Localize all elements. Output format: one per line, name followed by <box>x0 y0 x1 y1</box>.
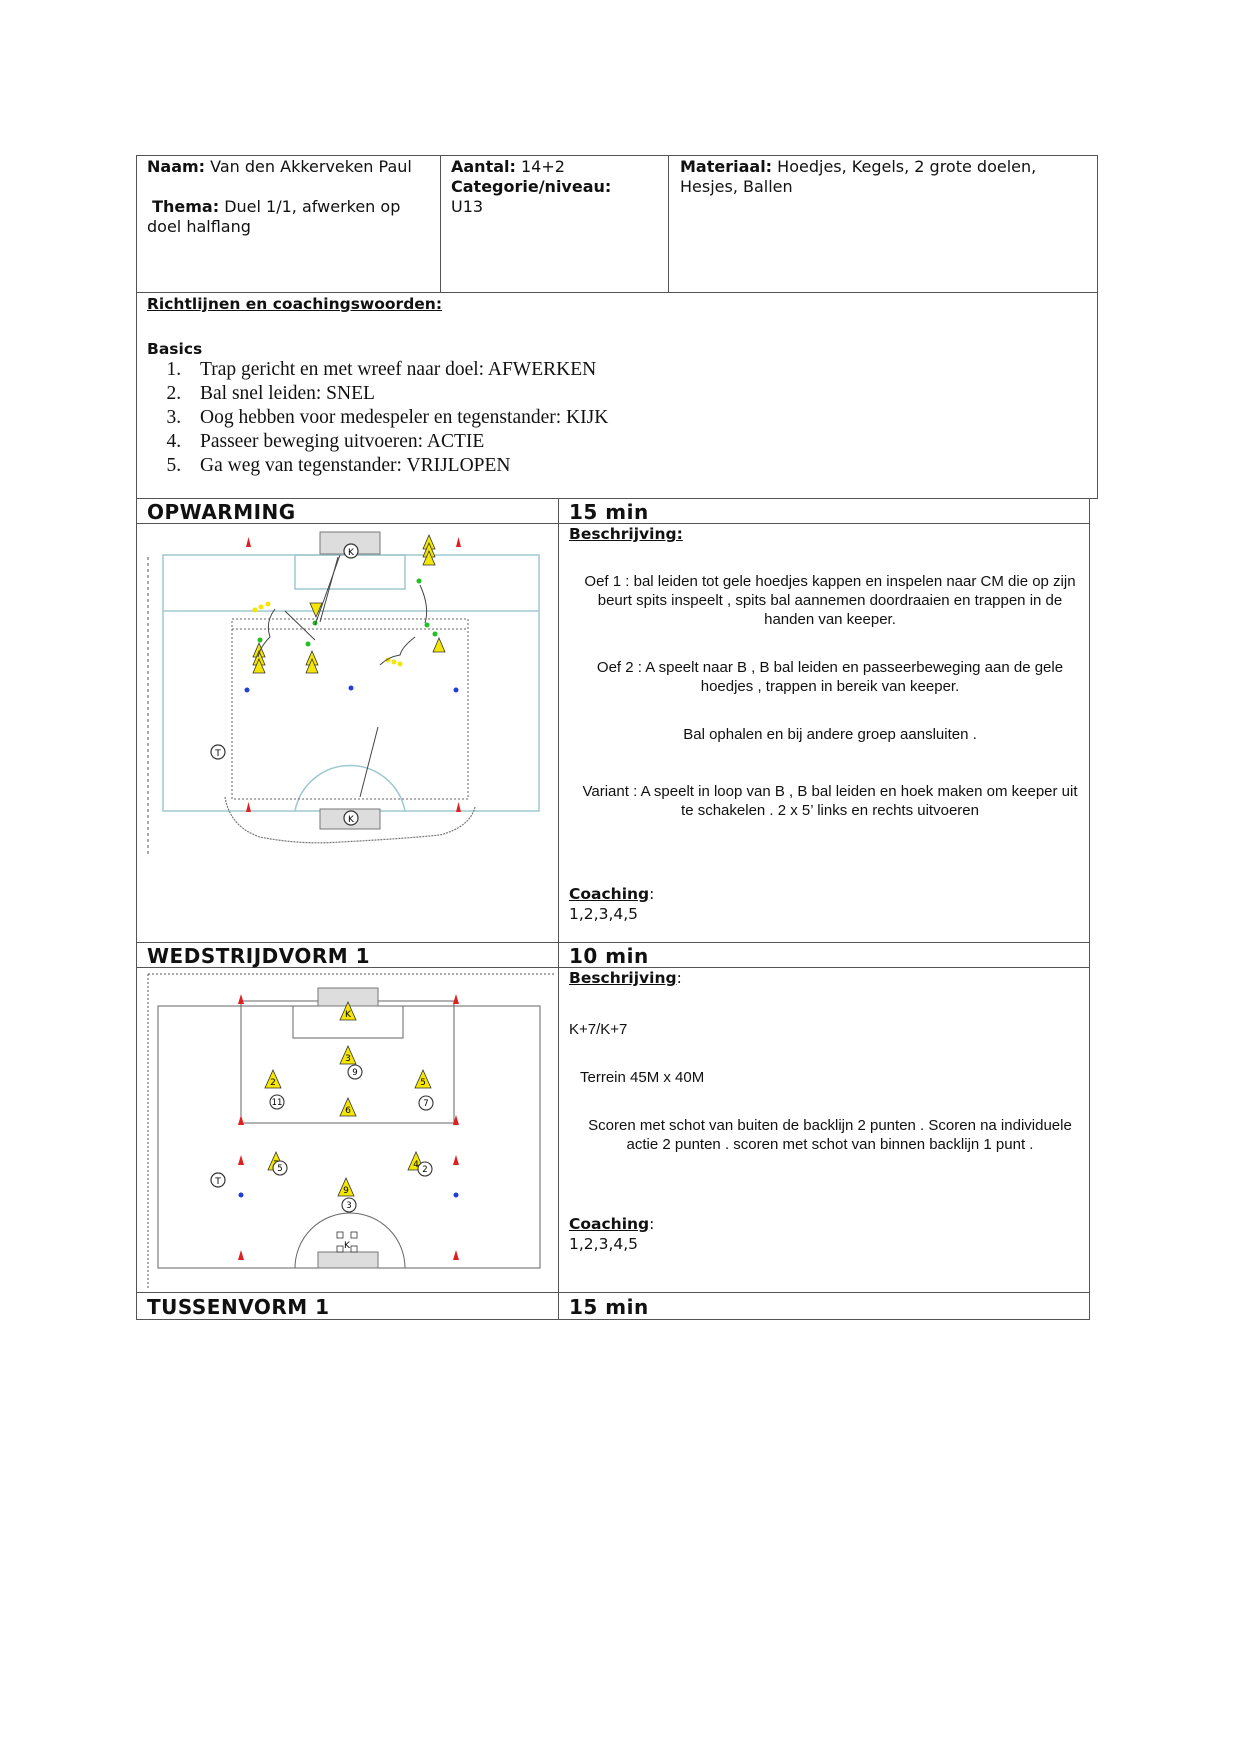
warmup-diagram: K K T <box>147 531 540 857</box>
match1-duration: 10 min <box>569 944 649 968</box>
match1-yellow-5: 5 <box>420 1078 426 1088</box>
match1-keeper-top: K <box>345 1010 352 1020</box>
match1-white-3: 3 <box>346 1201 351 1211</box>
match1-title: WEDSTRIJDVORM 1 <box>147 944 371 968</box>
header-divider-2 <box>668 155 669 293</box>
name-cell: Naam: Van den Akkerveken Paul <box>147 157 437 177</box>
header-divider-1 <box>440 155 441 293</box>
warmup-keeper-bottom: K <box>348 815 355 825</box>
basics-list: Trap gericht en met wreef naar doel: AFW… <box>100 358 1000 478</box>
count-value: 14+2 <box>521 157 565 176</box>
match1-desc-colon: : <box>676 969 682 987</box>
section-table-left <box>136 498 137 1320</box>
basics-item-5: Ga weg van tegenstander: VRIJLOPEN <box>186 454 1000 478</box>
match1-diagram: T K 3 2 5 6 7 4 9 9 11 7 5 2 3 <box>147 973 554 1288</box>
inter1-duration: 15 min <box>569 1295 649 1319</box>
match1-coaching-label: Coaching <box>569 1215 650 1233</box>
match1-trainer: T <box>214 1177 221 1187</box>
warmup-coaching-value: 1,2,3,4,5 <box>569 905 639 923</box>
match1-line-1: K+7/K+7 <box>569 1021 628 1038</box>
name-value: Van den Akkerveken Paul <box>210 157 412 176</box>
warmup-para-1: Oef 1 : bal leiden tot gele hoedjes kapp… <box>584 573 1076 628</box>
guidelines-title-text: Richtlijnen en coachingswoorden: <box>147 295 443 313</box>
warmup-coaching: Coaching: 1,2,3,4,5 <box>569 884 654 924</box>
inter1-title: TUSSENVORM 1 <box>147 1295 330 1319</box>
match1-white-5: 5 <box>277 1164 282 1174</box>
warmup-trainer: T <box>214 749 221 759</box>
basics-item-1: Trap gericht en met wreef naar doel: AFW… <box>186 358 1000 382</box>
material-label: Materiaal: <box>680 157 773 176</box>
row-line-2 <box>136 942 1090 943</box>
match1-white-7: 7 <box>423 1099 428 1109</box>
row-line-1 <box>136 523 1090 524</box>
theme-label: Thema: <box>152 197 220 216</box>
warmup-duration: 15 min <box>569 500 649 524</box>
basics-label: Basics <box>147 340 203 358</box>
count-cell: Aantal: 14+2 Categorie/niveau: U13 <box>451 157 661 217</box>
warmup-desc-label: Beschrijving: <box>569 524 683 544</box>
basics-item-4: Passeer beweging uitvoeren: ACTIE <box>186 430 1000 454</box>
theme-cell: Thema: Duel 1/1, afwerken op doel halfla… <box>147 197 427 237</box>
match1-keeper-bottom: K <box>344 1241 351 1251</box>
warmup-title: OPWARMING <box>147 500 296 524</box>
match1-coaching: Coaching: 1,2,3,4,5 <box>569 1214 654 1254</box>
match1-line-3: Scoren met schot van buiten de backlijn … <box>588 1117 1072 1153</box>
warmup-para-2: Oef 2 : A speelt naar B , B bal leiden e… <box>596 659 1064 695</box>
match1-white-9: 9 <box>352 1068 357 1078</box>
match1-desc-label-text: Beschrijving <box>569 969 677 987</box>
match1-yellow-4: 4 <box>413 1160 419 1170</box>
warmup-coaching-label: Coaching <box>569 885 650 903</box>
warmup-coaching-colon: : <box>649 885 655 903</box>
match1-coaching-value: 1,2,3,4,5 <box>569 1235 639 1253</box>
warmup-para-4: Variant : A speelt in loop van B , B bal… <box>582 783 1078 819</box>
warmup-para-3: Bal ophalen en bij andere groep aansluit… <box>683 726 977 743</box>
material-cell: Materiaal: Hoedjes, Kegels, 2 grote doel… <box>680 157 1090 197</box>
name-label: Naam: <box>147 157 206 176</box>
match1-yellow-6: 6 <box>345 1106 351 1116</box>
match1-white-2: 2 <box>422 1165 427 1175</box>
material-value: Hoedjes, Kegels, 2 grote doelen, Hesjes,… <box>680 157 1037 196</box>
match1-yellow-2: 2 <box>270 1078 276 1088</box>
match1-white-11: 11 <box>272 1098 283 1108</box>
count-label: Aantal: <box>451 157 516 176</box>
row-line-5 <box>136 1319 1090 1320</box>
warmup-desc-label-text: Beschrijving: <box>569 525 683 543</box>
category-label: Categorie/niveau: <box>451 177 612 196</box>
section-table-mid <box>558 498 559 1320</box>
match1-yellow-9: 9 <box>343 1186 349 1196</box>
match1-line-2: Terrein 45M x 40M <box>580 1069 705 1086</box>
category-value: U13 <box>451 197 484 216</box>
warmup-keeper-top: K <box>348 548 355 558</box>
section-table-right <box>1089 498 1090 1320</box>
theme-value: Duel 1/1, afwerken op doel halflang <box>147 197 401 236</box>
basics-item-3: Oog hebben voor medespeler en tegenstand… <box>186 406 1000 430</box>
match1-yellow-3: 3 <box>345 1054 351 1064</box>
match1-coaching-colon: : <box>649 1215 655 1233</box>
guidelines-title: Richtlijnen en coachingswoorden: <box>147 294 442 314</box>
basics-item-2: Bal snel leiden: SNEL <box>186 382 1000 406</box>
row-line-3 <box>136 967 1090 968</box>
match1-desc-label: Beschrijving: <box>569 968 682 988</box>
row-line-4 <box>136 1292 1090 1293</box>
guidelines-box <box>136 292 1098 499</box>
